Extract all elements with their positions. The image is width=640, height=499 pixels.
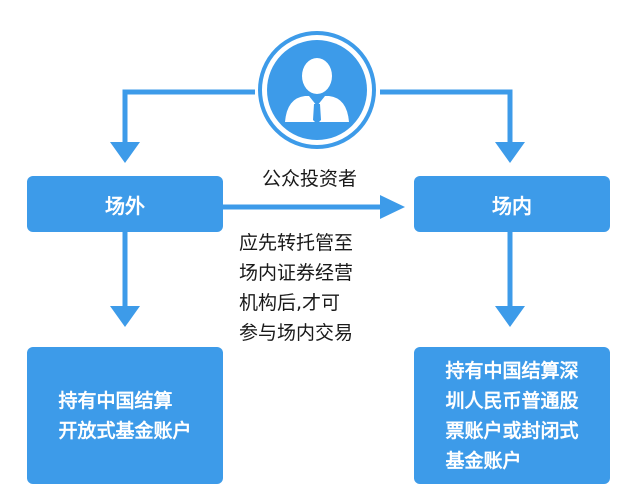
transfer-note: 应先转托管至 场内证券经营 机构后,才可 参与场内交易: [239, 228, 353, 348]
offsite-account-line: 开放式基金账户: [58, 419, 192, 442]
offsite-label: 场外: [105, 193, 145, 218]
offsite-box: 场外: [27, 176, 223, 232]
onsite-account-line: 票账户或封闭式: [445, 419, 579, 442]
arrow-investor-to-onsite: [380, 89, 513, 150]
onsite-account-box: 持有中国结算深 圳人民币普通股 票账户或封闭式 基金账户: [414, 347, 610, 484]
transfer-note-line: 应先转托管至: [239, 232, 354, 254]
offsite-account-box: 持有中国结算 开放式基金账户: [27, 347, 223, 484]
transfer-note-line: 机构后,才可: [239, 292, 341, 314]
onsite-account-line: 基金账户: [445, 449, 522, 472]
onsite-account-line: 持有中国结算深: [445, 359, 579, 382]
transfer-note-line: 参与场内交易: [239, 322, 354, 344]
onsite-label: 场内: [492, 193, 532, 218]
transfer-note-line: 场内证券经营: [239, 262, 354, 284]
arrow-investor-to-offsite: [122, 89, 255, 150]
onsite-box: 场内: [414, 176, 610, 232]
investor-person-icon: [258, 31, 376, 149]
investor-label: 公众投资者: [262, 168, 358, 190]
onsite-account-line: 圳人民币普通股: [445, 389, 579, 412]
offsite-account-line: 持有中国结算: [58, 389, 173, 412]
